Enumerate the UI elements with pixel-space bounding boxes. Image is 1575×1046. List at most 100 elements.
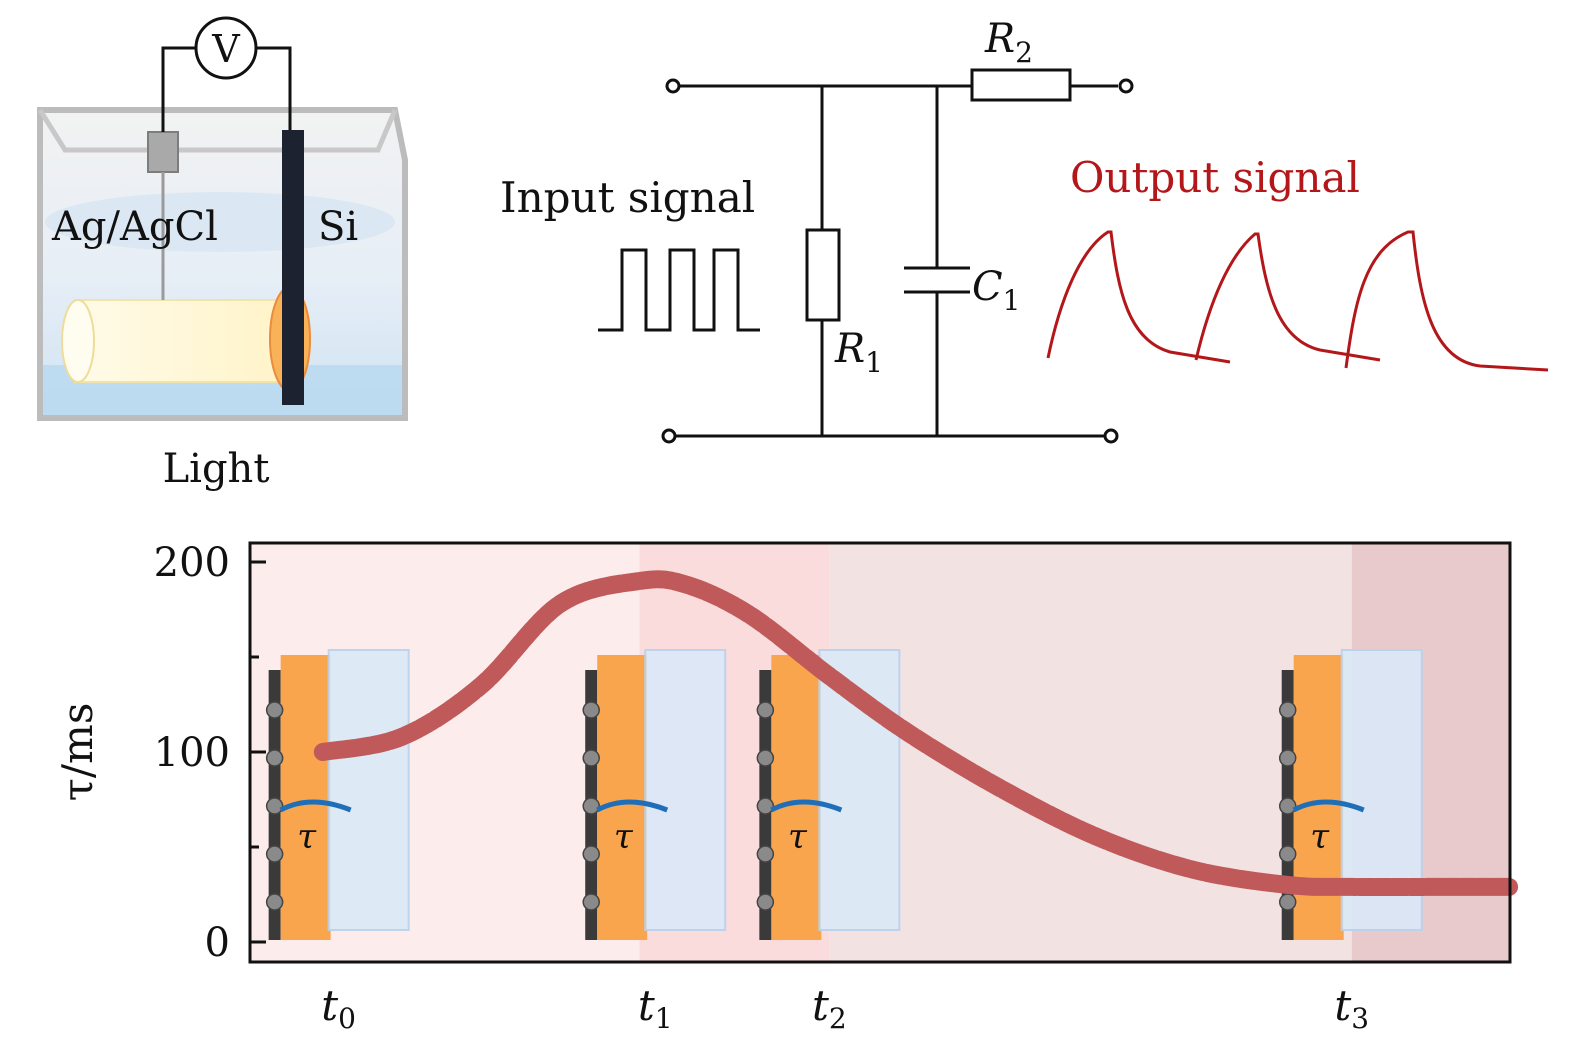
ion-layer <box>597 655 648 940</box>
charge-icon <box>265 701 284 719</box>
output-signal-label: Output signal <box>1070 153 1360 202</box>
electrode-label-si: Si <box>318 204 358 250</box>
ag-agcl-electrode-cap <box>147 131 179 173</box>
tau-point <box>1287 884 1290 886</box>
r1-symbol: R <box>834 326 865 372</box>
y-tick-label: 0 <box>205 920 230 966</box>
transfer-arrow-icon <box>1292 799 1365 813</box>
tau-series <box>313 570 1519 897</box>
light-beam-end <box>61 299 95 383</box>
tau-point <box>1192 868 1195 871</box>
y-tick-label: 100 <box>154 730 230 776</box>
charge-icon <box>1278 701 1297 719</box>
tau-point <box>1350 885 1353 888</box>
ion-layer <box>280 655 331 940</box>
c1-subscript: 1 <box>1003 284 1021 317</box>
r1-subscript: 1 <box>865 346 883 379</box>
electrochemical-cell: V Ag/AgCl Si Light <box>37 16 408 492</box>
tau-point <box>749 614 752 617</box>
charge-icon <box>756 845 775 863</box>
light-beam <box>74 299 291 383</box>
tau-point <box>1097 836 1100 839</box>
y-axis: 0 100 200 <box>154 540 266 966</box>
light-label: Light <box>163 446 270 492</box>
rc-circuit <box>598 68 1134 444</box>
membrane-inset-3: τ <box>1278 649 1423 940</box>
inset-tau-label: τ <box>1310 817 1330 857</box>
charge-icon <box>582 749 600 767</box>
r2-label: R2 <box>984 16 1033 69</box>
charge-icon <box>265 749 284 767</box>
transfer-arrow-icon <box>596 799 669 813</box>
output-terminal-bottom <box>1103 428 1119 444</box>
electrode-label-ag-agcl: Ag/AgCl <box>51 204 218 250</box>
transfer-arrow-icon <box>279 799 352 813</box>
charge-icon <box>1278 845 1297 863</box>
output-pulse-3 <box>1344 230 1549 372</box>
time-region-2 <box>829 543 1352 962</box>
charge-icon <box>1278 893 1297 911</box>
charge-icon <box>582 797 600 815</box>
y-axis-label: τ/ms <box>53 703 102 802</box>
charge-icon <box>756 893 775 911</box>
inset-tau-label: τ <box>614 817 634 857</box>
x-marker-label-t3: t3 <box>1334 981 1369 1035</box>
ion-layer <box>1293 655 1344 940</box>
c1-label: C1 <box>972 264 1020 317</box>
charge-icon <box>756 797 775 815</box>
tau-point <box>480 684 483 687</box>
glass-block <box>644 649 727 931</box>
input-terminal-bottom <box>661 428 677 444</box>
input-signal-label: Input signal <box>500 173 755 222</box>
r2-subscript: 2 <box>1015 36 1033 69</box>
y-tick-label: 200 <box>154 540 230 586</box>
resistor-r2 <box>970 68 1072 102</box>
r2-symbol: R <box>984 16 1015 62</box>
transfer-arrow-icon <box>770 799 843 813</box>
inset-tau-label: τ <box>297 817 317 857</box>
x-marker-label-t0: t0 <box>321 981 356 1035</box>
circuit-labels: Input signal Output signal R2 R1 C1 <box>500 16 1360 379</box>
input-terminal-top <box>665 78 681 94</box>
inset-tau-label: τ <box>788 817 808 857</box>
voltmeter-label: V <box>211 27 240 71</box>
charge-icon <box>265 797 284 815</box>
input-square-wave <box>598 248 760 332</box>
output-terminal-top <box>1118 78 1134 94</box>
tau-line-0 <box>313 570 1519 897</box>
output-pulse-1 <box>1046 230 1231 364</box>
charge-icon <box>1278 797 1297 815</box>
tau-point <box>907 732 910 734</box>
voltmeter-wire-right <box>256 46 292 130</box>
si-electrode <box>282 130 304 405</box>
c1-symbol: C <box>972 264 1003 310</box>
output-pulse-2 <box>1194 232 1381 362</box>
membrane-inset-2: τ <box>756 649 901 940</box>
resistor-r1 <box>805 228 841 322</box>
charge-icon <box>1278 749 1297 767</box>
tau-point <box>559 602 562 605</box>
tau-point <box>685 583 688 586</box>
charge-icon <box>756 701 775 719</box>
tau-point <box>828 675 831 677</box>
electrolyte-surface <box>45 192 395 252</box>
tau-point <box>400 735 403 738</box>
charge-icon <box>265 845 284 863</box>
membrane-inset-1: τ <box>582 649 727 940</box>
charge-icon <box>582 701 600 719</box>
output-waveform <box>1046 230 1549 372</box>
beaker-rim <box>37 108 398 153</box>
tau-point <box>1445 885 1448 888</box>
membrane-inset-0: τ <box>265 649 410 940</box>
charge-icon <box>756 749 775 767</box>
tau-point <box>321 751 324 753</box>
charge-icon <box>265 893 284 911</box>
r1-label: R1 <box>834 326 883 379</box>
glass-block <box>327 649 410 931</box>
voltmeter-wire-left <box>161 46 196 132</box>
voltmeter-icon <box>194 16 258 80</box>
